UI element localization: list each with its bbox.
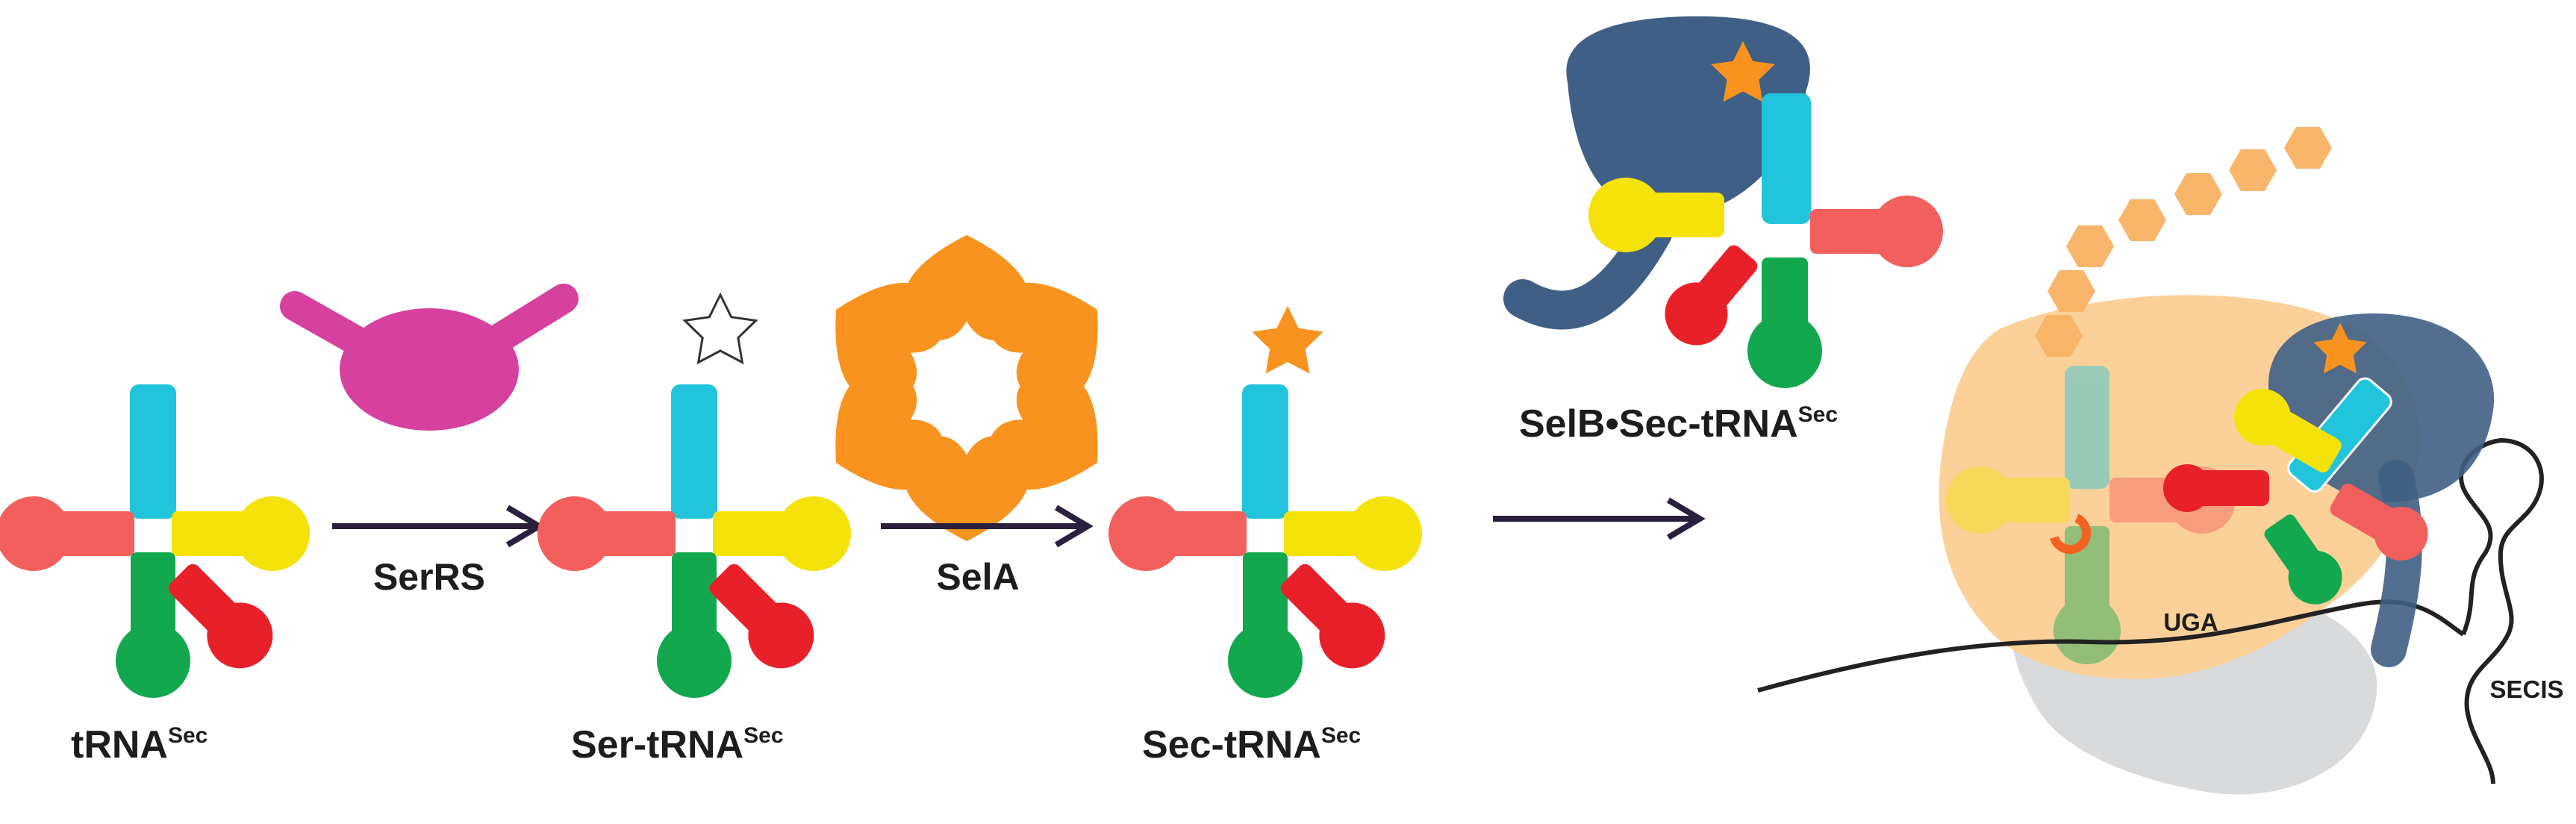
- selb-complex: [1503, 16, 1943, 388]
- sec-trna-sec-cloverleaf: [1108, 384, 1422, 698]
- ser-trna-sec-label: Ser-tRNASec: [571, 723, 784, 767]
- a-site-sec-trna: [2163, 322, 2428, 605]
- selb-complex-label: SelB•Sec-tRNASec: [1519, 402, 1838, 446]
- sela-label: SelA: [936, 556, 1019, 598]
- trna-sec-cloverleaf: [0, 384, 310, 698]
- sec-trna-sec-label: Sec-tRNASec: [1142, 723, 1361, 767]
- serrs-label: SerRS: [373, 556, 485, 598]
- arrow-serrs: [332, 505, 545, 548]
- arrow-selb: [1493, 497, 1706, 540]
- peptide-bond-mark: [2050, 514, 2092, 555]
- uga-codon-label: UGA: [2163, 608, 2218, 636]
- serrs-enzyme: [280, 284, 578, 431]
- star-outline-icon: [683, 293, 758, 363]
- secis-label: SECIS: [2489, 675, 2563, 703]
- star-filled-icon: [1252, 306, 1323, 374]
- trna-sec-label: tRNASec: [71, 723, 208, 767]
- sela-enzyme: [804, 235, 1129, 541]
- ser-trna-sec-cloverleaf: [537, 384, 851, 698]
- arrow-sela: [881, 505, 1094, 548]
